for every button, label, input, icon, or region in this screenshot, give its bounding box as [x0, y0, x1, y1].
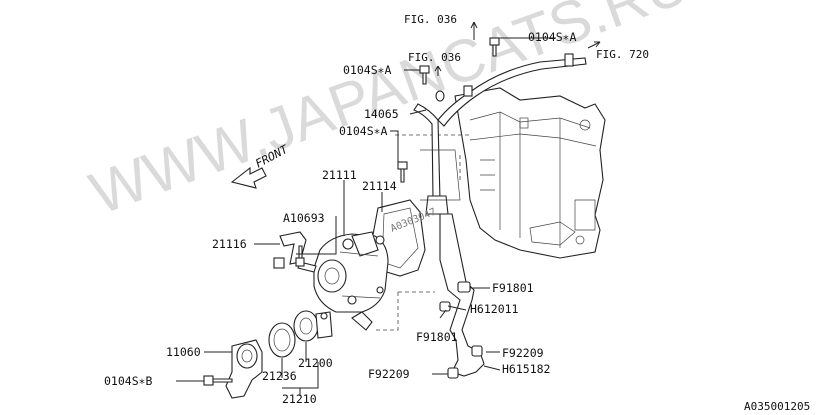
label-bolt-top-right: 0104S∗A [528, 30, 577, 44]
label-thermostat-21200: 21200 [298, 356, 333, 370]
label-f91801-upper: F91801 [492, 281, 534, 295]
diagram-reference-code: A035001205 [744, 400, 810, 413]
engine-block [454, 87, 606, 259]
thermostat-cover-11060 [225, 339, 263, 399]
bolt-0104s-b [203, 375, 233, 386]
label-f91801-lower: F91801 [416, 330, 458, 344]
water-pump-21111 [313, 199, 426, 331]
label-pipe-14065: 14065 [364, 107, 399, 121]
label-bolt-left-upper: 0104S∗A [343, 63, 392, 77]
bolt-0104s-a-top [489, 37, 500, 57]
label-bolt-left-mid: 0104S∗A [339, 124, 388, 138]
upper-pipe-14065 [413, 53, 587, 215]
label-bolt-b: 0104S∗B [104, 374, 153, 388]
part-labels: FIG. 036 0104S∗A FIG. 720 FIG. 036 0104S… [104, 13, 649, 406]
label-h615182: H615182 [502, 362, 550, 376]
label-set-21210: 21210 [282, 392, 317, 406]
label-pump-21111: 21111 [322, 168, 357, 182]
label-f92209-right: F92209 [502, 346, 544, 360]
label-fig036-top: FIG. 036 [404, 13, 457, 26]
label-gasket-21114: 21114 [362, 179, 397, 193]
leader-lines [176, 21, 601, 396]
gasket-21236 [268, 322, 296, 358]
pipe-21116 [273, 231, 317, 273]
thermostat-21200 [293, 310, 333, 342]
label-pipe-21116: 21116 [212, 237, 247, 251]
label-gasket-21236: 21236 [262, 369, 297, 383]
label-a10693: A10693 [283, 211, 325, 225]
label-h612011: H612011 [470, 302, 519, 316]
label-f92209-left: F92209 [368, 367, 410, 381]
label-fig036-mid: FIG. 036 [408, 51, 461, 64]
label-cover-11060: 11060 [166, 345, 201, 359]
label-fig720: FIG. 720 [596, 48, 649, 61]
lower-hose-h612011 [439, 213, 485, 379]
bolt-0104s-a-left-mid [397, 161, 408, 183]
